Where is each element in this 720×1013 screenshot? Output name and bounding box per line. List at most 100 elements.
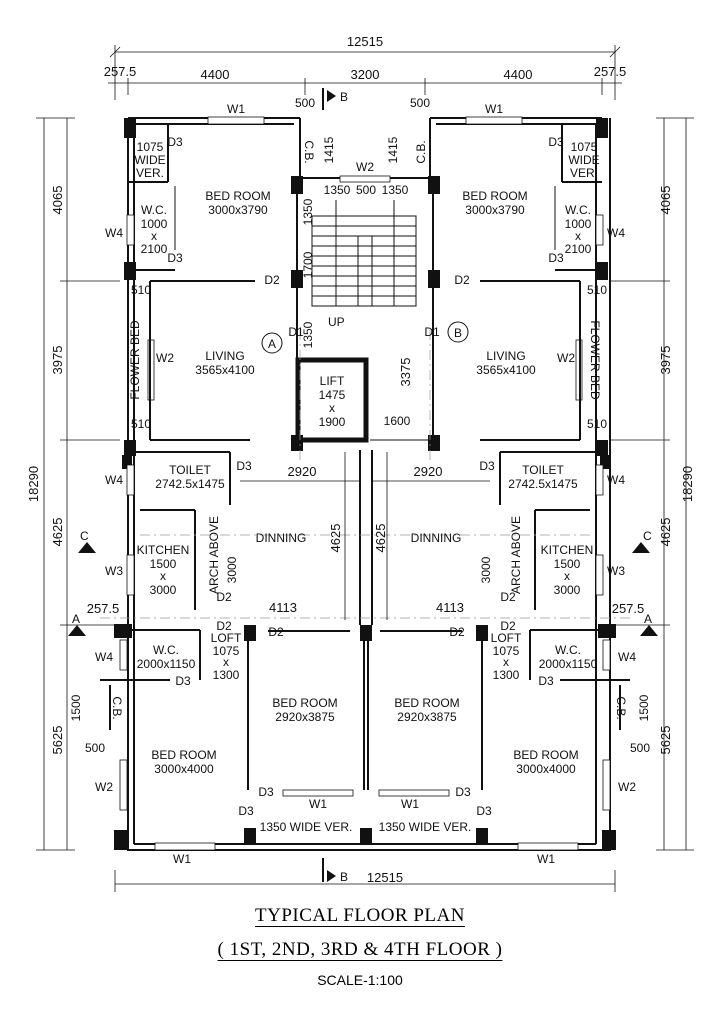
flower-bed-right: FLOWER BED	[588, 320, 602, 400]
interior-walls	[100, 124, 630, 790]
section-marker-b-top	[322, 88, 336, 110]
dim-overall-bottom: 12515	[367, 870, 403, 885]
bedroom-mid-right-size: 2920x3875	[397, 710, 457, 724]
tag-w4-top-left: W4	[105, 226, 123, 240]
stair-flight-b: 1700	[301, 251, 315, 278]
bottom-dimension-line	[114, 870, 616, 892]
cb-low-left: C.B.	[110, 696, 124, 719]
ver-top-right-2: WIDE	[568, 153, 599, 167]
cb-lower-depth-right: 1500	[637, 694, 651, 721]
cb-top-right: C.B.	[414, 140, 428, 163]
toilet-left-size: 2742.5x1475	[155, 477, 225, 491]
tag-w4-top-right: W4	[607, 226, 625, 240]
ver-top-left-3: VER.	[136, 166, 164, 180]
living-left-size: 3565x4100	[195, 363, 255, 377]
grid-lines	[100, 330, 630, 619]
dim-top-center: 3200	[351, 67, 380, 82]
loft-left-size-1: 1075	[213, 644, 240, 658]
living-right-label: LIVING	[486, 349, 525, 363]
wc-low-left-label: W.C.	[153, 643, 179, 657]
kitchen-left-size-x: x	[160, 569, 166, 583]
arch-above-right: ARCH ABOVE	[509, 516, 523, 594]
loft-right-size-2: 1300	[493, 668, 520, 682]
wc-top-right-label: W.C.	[565, 203, 591, 217]
tag-w1-bottom-left: W1	[173, 852, 191, 866]
tag-d3-toilet-left: D3	[236, 459, 252, 473]
loft-left-size-x: x	[223, 655, 229, 669]
flat-a-marker	[261, 332, 283, 354]
kitchen-right-size-x: x	[564, 569, 570, 583]
kitchen-left-size-2: 3000	[150, 583, 177, 597]
cb-lower-width-right: 500	[630, 741, 650, 755]
lift-size-x: x	[329, 401, 335, 415]
tag-w1-ver-right: W1	[401, 797, 419, 811]
stair-width-1: 1350	[324, 183, 351, 197]
tag-d1-right: D1	[424, 325, 440, 339]
bedroom-low-left-label: BED ROOM	[151, 748, 216, 762]
tag-d3-wc-low-right: D3	[538, 674, 554, 688]
section-markers	[68, 542, 658, 882]
wc-top-right-size-1: 1000	[565, 217, 592, 231]
side-dimension-lines	[36, 117, 694, 851]
toilet-right-label: TOILET	[522, 463, 564, 477]
dining-depth-right: 4625	[373, 524, 388, 553]
tag-w4-wc-right: W4	[618, 650, 636, 664]
plan-title: TYPICAL FLOOR PLAN	[255, 905, 465, 926]
loft-right-size-x: x	[503, 655, 509, 669]
section-c-left: C	[80, 529, 89, 543]
tag-w2-bed-right: W2	[618, 780, 636, 794]
stair-landing: 1350	[301, 321, 315, 348]
wc-top-left-size-1: 1000	[141, 217, 168, 231]
bedroom-low-right-size: 3000x4000	[516, 762, 576, 776]
tag-d3-top-left: D3	[167, 135, 183, 149]
dining-width-left: 2920	[288, 464, 317, 479]
tag-w1-top-left: W1	[227, 102, 245, 116]
flat-b-label: B	[454, 326, 462, 340]
dining-depth-left: 4625	[328, 524, 343, 553]
offset-right: 257.5	[612, 601, 645, 616]
title-block: TYPICAL FLOOR PLAN ( 1ST, 2ND, 3RD & 4TH…	[0, 900, 720, 988]
top-dimension-lines	[108, 45, 622, 100]
ver-bottom-right: 1350 WIDE VER.	[379, 820, 472, 834]
lift-size-1: 1475	[319, 388, 346, 402]
tag-d3-toilet-right: D3	[479, 459, 495, 473]
section-b-top-label: B	[340, 90, 348, 104]
lift-size-2: 1900	[319, 415, 346, 429]
tag-d2-corridor-right: D2	[449, 625, 465, 639]
tag-w4-wc-left: W4	[95, 650, 113, 664]
ver-top-right-1: 1075	[571, 140, 598, 154]
tag-w2-living-left: W2	[156, 351, 174, 365]
stair-flight-a: 1350	[301, 198, 315, 225]
corridor-width-right: 4113	[436, 600, 464, 615]
cb-lower-depth-left: 1500	[69, 694, 83, 721]
stair-width-3: 1350	[382, 183, 409, 197]
tag-w2-bed-left: W2	[95, 780, 113, 794]
offset-left: 257.5	[87, 601, 120, 616]
bedroom-mid-left-size: 2920x3875	[275, 710, 335, 724]
toilet-left-label: TOILET	[169, 463, 211, 477]
plan-subtitle: ( 1ST, 2ND, 3RD & 4TH FLOOR )	[217, 939, 503, 960]
dim-top-left: 4400	[201, 67, 230, 82]
tag-d3-ver-right: D3	[476, 804, 492, 818]
section-b-bottom: B	[340, 870, 348, 884]
corridor-width-left: 4113	[269, 600, 297, 615]
loft-right-size-1: 1075	[493, 644, 520, 658]
cb-depth-left: 1415	[322, 136, 336, 163]
kitchen-depth-left: 3000	[225, 556, 239, 583]
tag-w1-top-right: W1	[485, 102, 503, 116]
kitchen-depth-right: 3000	[479, 556, 493, 583]
dim-side-2-right: 3975	[658, 346, 673, 375]
kitchen-right-label: KITCHEN	[541, 543, 594, 557]
tag-d3-bed-right-1: D3	[455, 785, 471, 799]
living-left-label: LIVING	[205, 349, 244, 363]
tag-d1-left: D1	[288, 325, 304, 339]
toilet-right-size: 2742.5x1475	[508, 477, 578, 491]
tag-d3-bed-left-1: D3	[258, 785, 274, 799]
loft-left-size-2: 1300	[213, 668, 240, 682]
loft-left-label: LOFT	[211, 631, 242, 645]
cb-lower-width-left: 500	[85, 741, 105, 755]
tag-d3-wc-low-left: D3	[175, 674, 191, 688]
dim-side-4-left: 5625	[50, 726, 65, 755]
dim-side-total-left: 18290	[26, 466, 41, 502]
loft-right-label: LOFT	[491, 631, 522, 645]
